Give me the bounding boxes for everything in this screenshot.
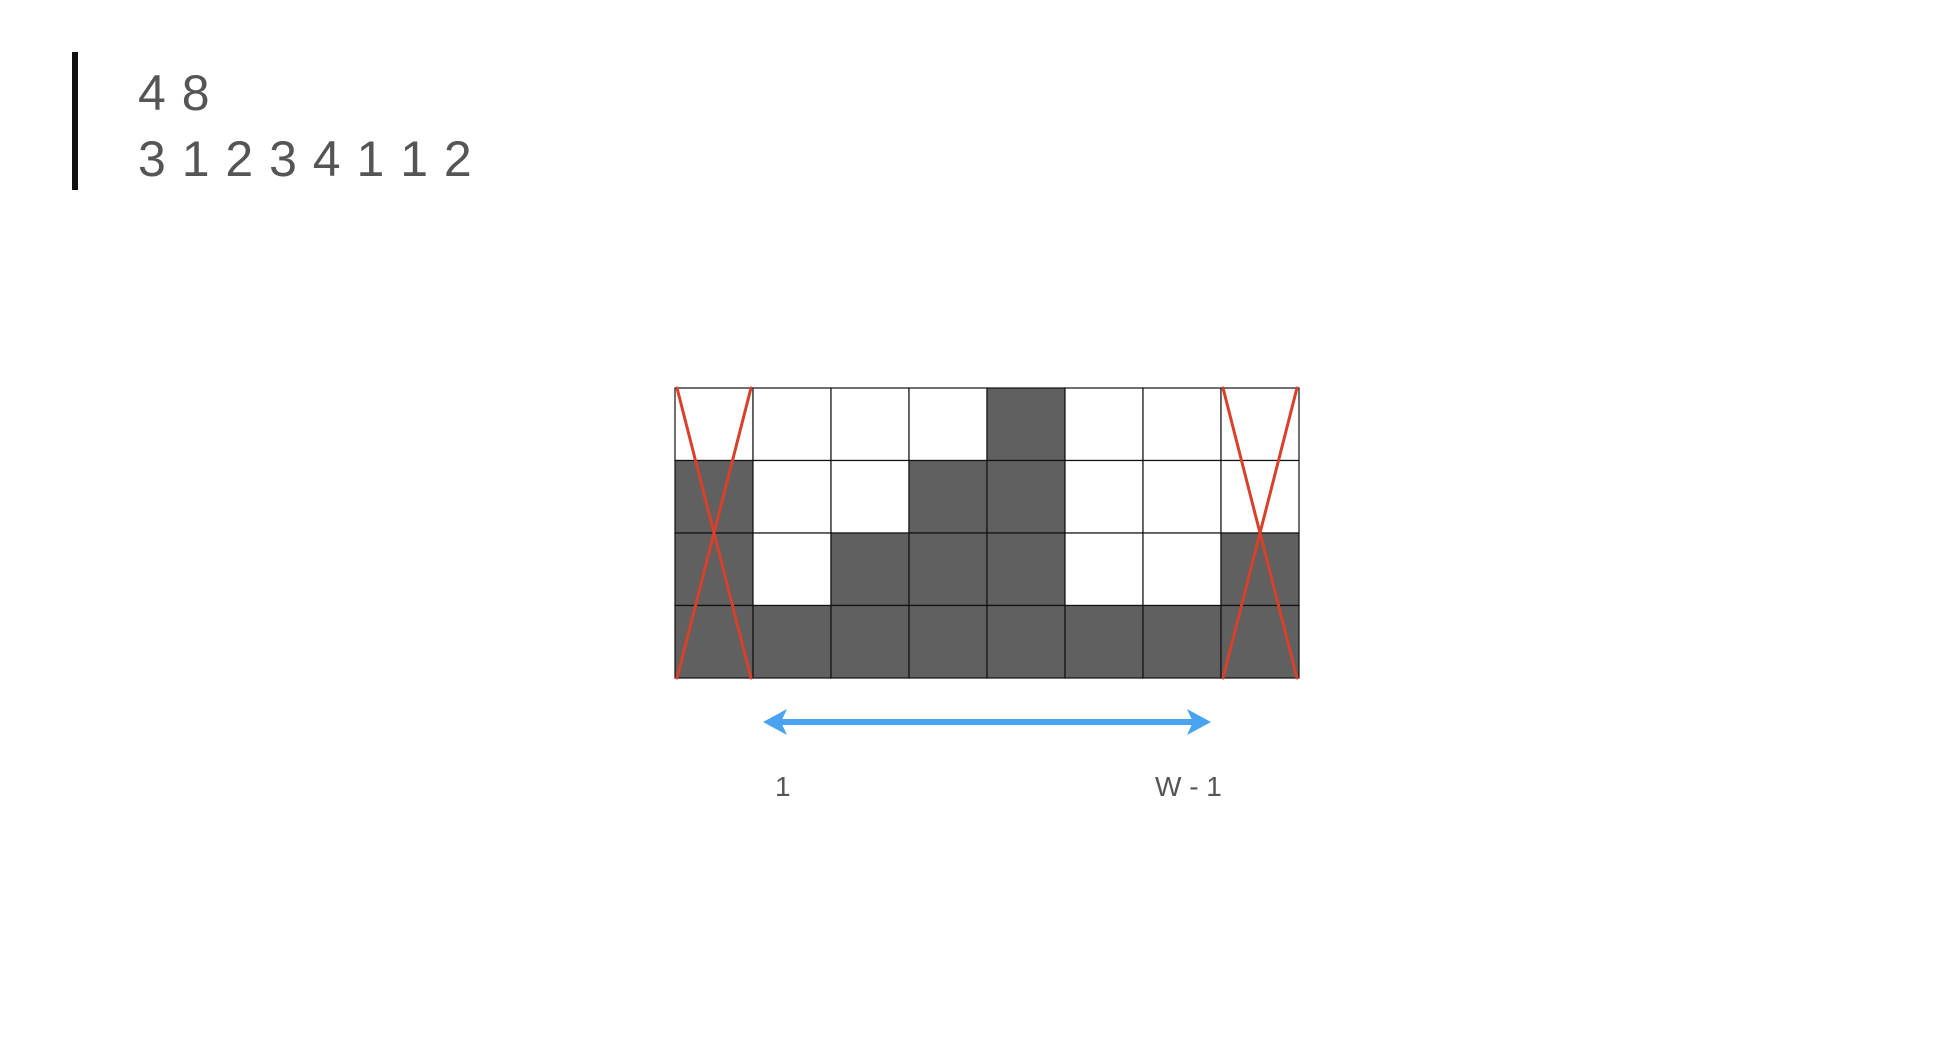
block-cell-empty [1064, 532, 1144, 607]
block-cell-filled [674, 532, 754, 607]
block-cell-filled [986, 387, 1066, 462]
block-cell-filled [1220, 532, 1300, 607]
quote-bar [72, 52, 78, 190]
block-cell-filled [908, 459, 988, 534]
block-cell-filled [1142, 604, 1222, 679]
block-cell-empty [1142, 532, 1222, 607]
block-cell-filled [830, 604, 910, 679]
input-example: 4 8 3 1 2 3 4 1 1 2 [138, 60, 473, 192]
block-cell-empty [1064, 459, 1144, 534]
block-cell-empty [830, 459, 910, 534]
block-cell-empty [1220, 459, 1300, 534]
block-cell-filled [908, 532, 988, 607]
block-cell-empty [752, 387, 832, 462]
block-cell-empty [1142, 387, 1222, 462]
block-cell-filled [1064, 604, 1144, 679]
block-cell-filled [674, 459, 754, 534]
excluded-cross-line [675, 386, 753, 680]
range-end-label: W - 1 [1155, 771, 1222, 802]
block-cell-empty [752, 459, 832, 534]
range-arrow-head-right [1187, 709, 1211, 735]
block-cell-filled [830, 532, 910, 607]
input-line-dimensions: 4 8 [138, 65, 211, 121]
block-cell-filled [986, 532, 1066, 607]
range-arrow [763, 709, 1211, 735]
block-cell-empty [674, 387, 754, 462]
excluded-column-marks [675, 386, 1299, 680]
block-cell-filled [908, 604, 988, 679]
block-cell-filled [752, 604, 832, 679]
excluded-cross-line [1221, 386, 1299, 680]
grid-cells [674, 387, 1300, 679]
block-cell-empty [752, 532, 832, 607]
block-cell-filled [986, 604, 1066, 679]
range-arrow-head-left [763, 709, 787, 735]
input-line-heights: 3 1 2 3 4 1 1 2 [138, 131, 473, 187]
block-cell-empty [1064, 387, 1144, 462]
block-cell-empty [908, 387, 988, 462]
block-cell-filled [674, 604, 754, 679]
block-cell-filled [986, 459, 1066, 534]
block-cell-empty [1220, 387, 1300, 462]
block-cell-empty [1142, 459, 1222, 534]
block-cell-empty [830, 387, 910, 462]
range-start-label: 1 [775, 771, 791, 802]
block-cell-filled [1220, 604, 1300, 679]
